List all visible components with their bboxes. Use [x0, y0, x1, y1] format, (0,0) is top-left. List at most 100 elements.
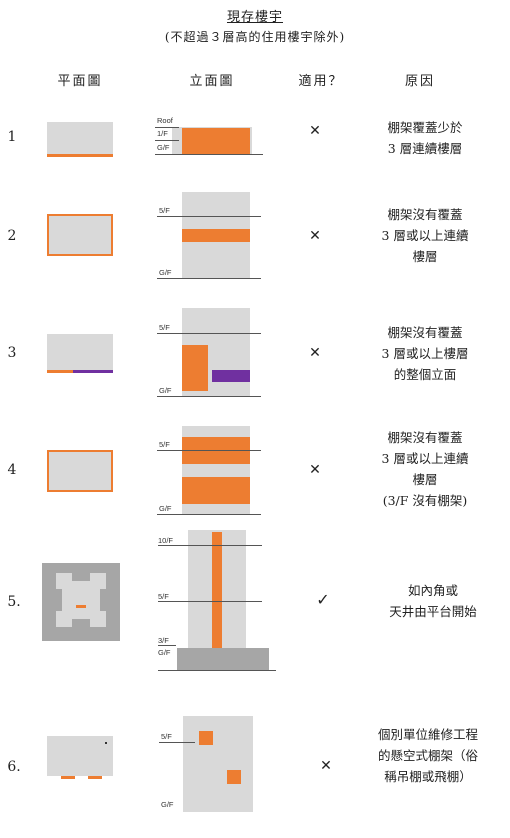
row-6-elevation: 5/F G/F — [155, 716, 267, 814]
dot-mark — [105, 742, 107, 744]
page-subtitle: (不超過３層高的住用樓宇除外) — [164, 30, 346, 44]
label-5f: 5/F — [159, 206, 170, 215]
building-plan — [47, 736, 113, 776]
reason-line: 棚架沒有覆蓋 — [387, 207, 463, 222]
row-3-plan — [47, 334, 113, 374]
other-scaffold-edge — [73, 370, 113, 373]
row-1-reason: 棚架覆蓋少於 3 層連續樓層 — [362, 117, 488, 159]
label-5f: 5/F — [159, 323, 170, 332]
scaffold-edge-right — [88, 776, 102, 779]
row-4-elevation: 5/F G/F — [155, 426, 265, 518]
label-gf: G/F — [161, 800, 174, 809]
row-2-reason: 棚架沒有覆蓋 3 層或以上連續 樓層 — [362, 204, 488, 267]
building-plan — [47, 122, 113, 157]
reason-line: (3/F 沒有棚架) — [382, 493, 468, 508]
row-5-applicable: ✓ — [316, 590, 330, 609]
header-applicable: 適用？ — [298, 74, 344, 89]
label-gf: G/F — [159, 268, 172, 277]
label-5f: 5/F — [158, 592, 169, 601]
label-gf: G/F — [157, 143, 170, 152]
podium-elevation — [177, 648, 269, 670]
row-6-plan — [47, 736, 113, 780]
floor-line-5f — [157, 333, 261, 334]
reason-line: 3 層或以上連續 — [381, 451, 469, 466]
scaffold-edge — [47, 370, 73, 373]
label-1f: 1/F — [157, 129, 168, 138]
label-10f: 10/F — [158, 536, 174, 545]
label-gf: G/F — [159, 386, 172, 395]
ground-line — [155, 154, 263, 155]
label-5f: 5/F — [161, 732, 172, 741]
scaffold-block — [182, 345, 208, 391]
reason-line: 棚架沒有覆蓋 — [387, 325, 463, 340]
cruciform-building-plan — [56, 573, 106, 627]
floor-line-5f — [157, 216, 261, 217]
reason-line: 個別單位維修工程 — [377, 727, 478, 742]
row-2-plan — [47, 214, 113, 256]
row-3-reason: 棚架沒有覆蓋 3 層或以上樓層 的整個立面 — [362, 322, 488, 385]
header-plan: 平面圖 — [57, 74, 103, 89]
floor-line-3f — [158, 645, 176, 646]
diagram-title: 現存樓宇 (不超過３層高的住用樓宇除外) — [0, 6, 510, 45]
floor-line-5f — [158, 601, 262, 602]
row-4-reason: 棚架沒有覆蓋 3 層或以上連續 樓層 (3/F 沒有棚架) — [362, 427, 488, 511]
reason-line: 的整個立面 — [393, 367, 457, 382]
row-2-elevation: 5/F G/F — [155, 192, 265, 282]
row-6-reason: 個別單位維修工程 的懸空式棚架（俗 稱吊棚或飛棚） — [362, 724, 494, 787]
label-gf: G/F — [158, 648, 171, 657]
row-1-elevation: Roof 1/F G/F — [155, 116, 265, 158]
ground-line — [158, 670, 276, 671]
ground-line — [157, 396, 261, 397]
row-1-number: 1 — [7, 129, 17, 145]
scaffold-band — [182, 229, 250, 242]
scaffold-block-lower — [182, 477, 250, 504]
roof-line — [155, 127, 179, 128]
page-title: 現存樓宇 — [226, 10, 283, 25]
other-scaffold-block — [212, 370, 250, 382]
ground-line — [157, 278, 261, 279]
label-roof: Roof — [157, 116, 173, 125]
row-4-plan — [47, 450, 113, 492]
row-2-number: 2 — [7, 228, 17, 244]
row-1-plan — [47, 122, 113, 159]
scaffold-edge — [76, 605, 86, 608]
row-6-applicable: ✕ — [320, 758, 332, 774]
row-5-plan — [42, 563, 120, 641]
row-3-applicable: ✕ — [309, 345, 321, 361]
floor-line-5f — [157, 450, 261, 451]
label-gf: G/F — [159, 504, 172, 513]
scaffold-edge-left — [61, 776, 75, 779]
row-2-applicable: ✕ — [309, 228, 321, 244]
label-3f: 3/F — [158, 636, 169, 645]
reason-line: 棚架沒有覆蓋 — [387, 430, 463, 445]
scaffold-column — [212, 532, 222, 648]
ground-line — [157, 514, 261, 515]
reason-line: 稱吊棚或飛棚） — [384, 769, 472, 784]
reason-line: 樓層 — [412, 249, 438, 264]
header-elevation: 立面圖 — [189, 74, 235, 89]
row-6-number: 6. — [7, 759, 21, 775]
header-reason: 原因 — [404, 74, 436, 89]
hanging-scaffold-upper — [199, 731, 213, 745]
reason-line: 3 層或以上連續 — [381, 228, 469, 243]
reason-line: 如內角或 — [407, 583, 458, 598]
building-plan — [47, 334, 113, 372]
reason-line: 3 層連續樓層 — [387, 141, 463, 156]
row-5-number: 5. — [7, 594, 21, 610]
row-3-number: 3 — [7, 345, 17, 361]
floor-line-1f — [155, 140, 179, 141]
reason-line: 樓層 — [412, 472, 438, 487]
floor-line-5f — [159, 742, 195, 743]
row-5-reason: 如內角或 天井由平台開始 — [370, 580, 496, 622]
reason-line: 棚架覆蓋少於 — [387, 120, 463, 135]
floor-line-10f — [158, 545, 262, 546]
reason-line: 的懸空式棚架（俗 — [377, 748, 478, 763]
scaffold-block — [182, 128, 250, 154]
row-3-elevation: 5/F G/F — [155, 308, 265, 400]
hanging-scaffold-lower — [227, 770, 241, 784]
building-plan-outlined — [47, 450, 113, 492]
building-plan-outlined — [47, 214, 113, 256]
row-4-applicable: ✕ — [309, 462, 321, 478]
building-elevation — [183, 716, 253, 812]
row-4-number: 4 — [7, 462, 17, 478]
